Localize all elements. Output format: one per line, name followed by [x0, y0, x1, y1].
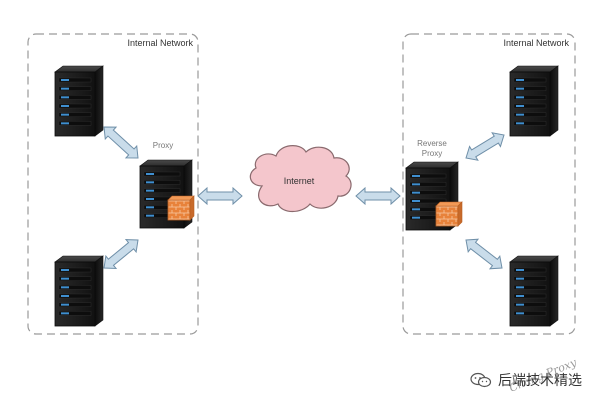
proxy-server-icon — [139, 159, 193, 229]
arrow-reverse-proxy-to-server-bottom — [465, 238, 503, 270]
right-backend-server-top-icon — [509, 65, 559, 137]
footer-watermark: 后端技术精选 — [470, 370, 582, 390]
arrow-proxy-to-internet — [197, 186, 243, 206]
right-backend-server-bottom-icon — [509, 255, 559, 327]
internet-label: Internet — [284, 176, 315, 186]
left-zone-label: Internal Network — [127, 38, 193, 48]
proxy-label: Proxy — [153, 141, 173, 150]
left-internal-network-zone: Internal Network — [27, 33, 199, 335]
arrow-left-bottom-to-proxy — [103, 239, 139, 269]
reverse-proxy-label-line2: Proxy — [422, 149, 442, 158]
arrow-reverse-proxy-to-server-top — [465, 132, 505, 161]
arrow-internet-to-reverse-proxy — [355, 186, 401, 206]
left-client-server-bottom-icon — [54, 255, 104, 327]
reverse-proxy-label-line1: Reverse — [417, 139, 447, 148]
internet-cloud: Internet — [249, 145, 352, 213]
proxy-firewall-icon — [167, 195, 195, 221]
reverse-proxy-firewall-icon — [435, 201, 463, 227]
wechat-icon — [470, 372, 492, 388]
footer-text: 后端技术精选 — [498, 373, 582, 389]
left-client-server-top-icon — [54, 65, 104, 137]
right-zone-label: Internal Network — [503, 38, 569, 48]
arrow-left-top-to-proxy — [103, 126, 139, 159]
right-internal-network-zone: Internal Network — [402, 33, 576, 335]
